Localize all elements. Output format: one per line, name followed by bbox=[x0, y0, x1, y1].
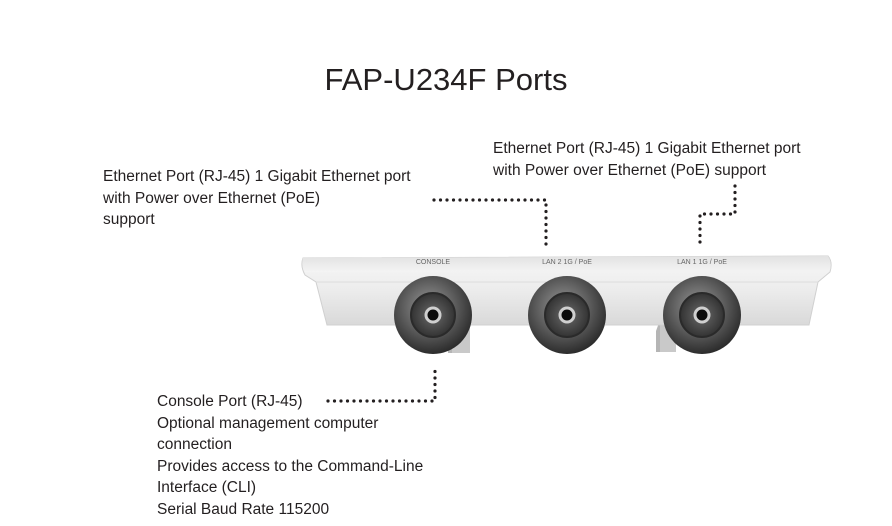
lan2-callout: Ethernet Port (RJ-45) 1 Gigabit Ethernet… bbox=[103, 166, 411, 231]
lan1-callout: Ethernet Port (RJ-45) 1 Gigabit Ethernet… bbox=[493, 138, 801, 181]
console-callout: Console Port (RJ-45) Optional management… bbox=[157, 391, 423, 520]
lan1-leader-line bbox=[698, 184, 737, 248]
console-leader-line bbox=[326, 364, 437, 403]
lan2-leader-line bbox=[432, 198, 548, 249]
callout-line: with Power over Ethernet (PoE) bbox=[103, 189, 321, 207]
callout-line: Console Port (RJ-45) bbox=[157, 393, 303, 410]
lan1-port-label: LAN 1 1G / PoE bbox=[677, 259, 727, 266]
callout-line: support bbox=[103, 211, 155, 228]
lan2-port-cap bbox=[528, 276, 606, 354]
callout-line: with Power over Ethernet (PoE) support bbox=[493, 161, 767, 179]
callout-line: Ethernet Port (RJ-45) 1 Gigabit Ethernet… bbox=[493, 140, 801, 157]
callout-line: Serial Baud Rate 115200 bbox=[157, 500, 330, 518]
callout-line: connection bbox=[157, 436, 232, 453]
console-port-label: CONSOLE bbox=[416, 259, 451, 266]
console-port-cap bbox=[394, 276, 472, 354]
lan1-port-cap bbox=[663, 276, 741, 354]
lan2-port-label: LAN 2 1G / PoE bbox=[542, 259, 592, 266]
page-title: FAP-U234F Ports bbox=[324, 62, 568, 97]
callout-line: Ethernet Port (RJ-45) 1 Gigabit Ethernet… bbox=[103, 168, 411, 185]
callout-line: Provides access to the Command-Line bbox=[157, 457, 424, 475]
callout-line: Interface (CLI) bbox=[157, 479, 257, 496]
callout-line: Optional management computer bbox=[157, 414, 379, 432]
